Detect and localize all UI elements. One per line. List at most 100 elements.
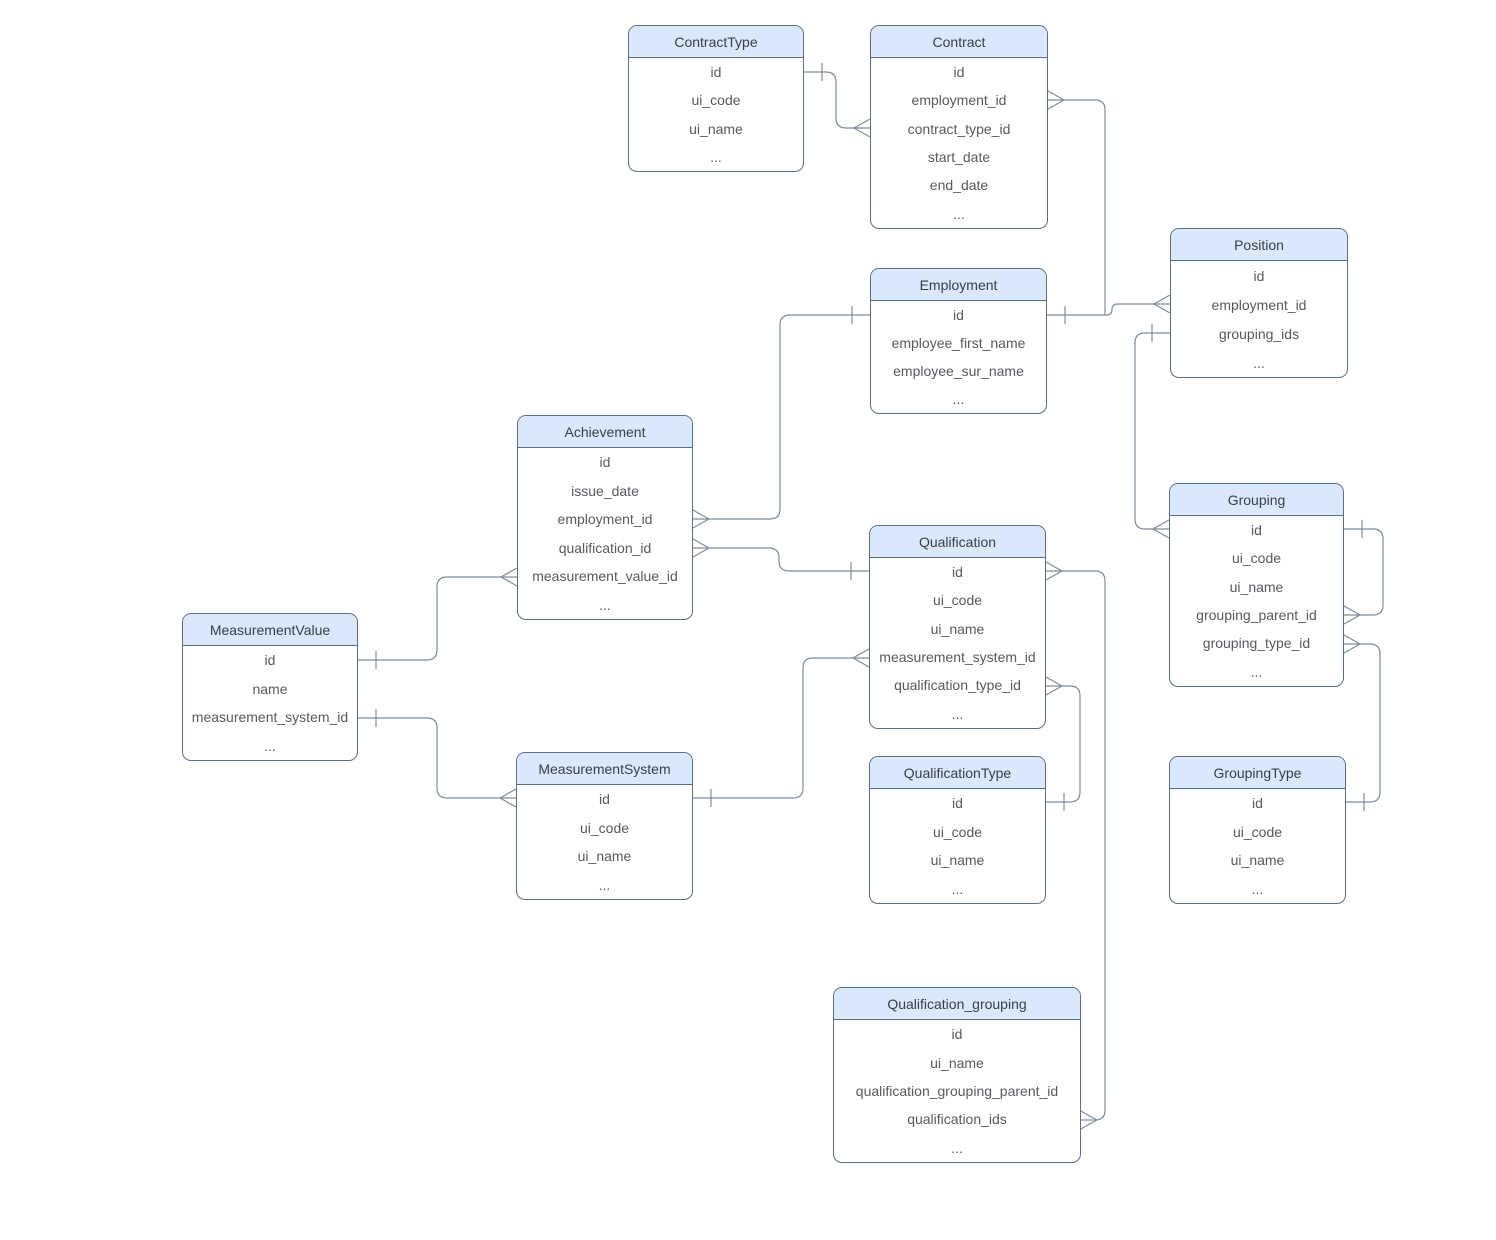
entity-title: Grouping (1170, 484, 1343, 516)
entity-field-ui_name: ui_name (1230, 852, 1285, 869)
connector-employment-position-crowfoot (1153, 294, 1171, 305)
entity-field-grouping_type_id: grouping_type_id (1202, 635, 1311, 652)
connector-position-grouping (1134, 332, 1170, 530)
entity-field-grouping_parent_id: grouping_parent_id (1196, 607, 1317, 624)
entity-field-id: id (1252, 795, 1263, 812)
connector-position-grouping-crowfoot (1152, 528, 1170, 539)
connector-qualification-qualificationgrouping-crowfoot (1080, 1110, 1098, 1121)
entity-field-ellipsis: ... (264, 737, 276, 754)
connector-contracttype-contract (804, 71, 870, 129)
connector-grouping-self-crowfoot (1343, 605, 1361, 616)
entity-title: Qualification (870, 526, 1045, 558)
entity-field-ui_code: ui_code (932, 823, 983, 840)
entity-field-employment_id: employment_id (1211, 296, 1307, 313)
entity-title: ContractType (629, 26, 803, 58)
connector-measurementsystem-qualification-crowfoot (852, 657, 870, 668)
entity-field-id: id (599, 791, 610, 808)
connector-qualification-qualificationgrouping-crowfoot (1045, 561, 1063, 572)
connector-achievement-qualification (693, 547, 869, 572)
entity-field-employee_first_name: employee_first_name (891, 335, 1026, 351)
entity-title: MeasurementValue (183, 614, 357, 646)
connector-contract-employment-branch-crowfoot (1047, 90, 1065, 101)
entity-field-measurement_system_id: measurement_system_id (191, 709, 349, 726)
entity-field-start_date: start_date (927, 149, 991, 166)
entity-field-ellipsis: ... (599, 596, 611, 613)
entity-field-id: id (1253, 267, 1265, 284)
connector-achievement-employment-crowfoot (692, 509, 710, 520)
entity-field-ui_code: ui_code (932, 592, 983, 609)
entity-title: Contract (871, 26, 1047, 58)
connector-achievement-employment (693, 314, 870, 520)
entity-field-ellipsis: ... (598, 876, 611, 893)
connector-grouping-groupingtype-crowfoot (1343, 643, 1361, 654)
entity-field-id: id (951, 1026, 963, 1043)
entity-contract_type[interactable]: ContractType id ui_code ui_name... (628, 25, 804, 172)
entity-title: MeasurementSystem (517, 753, 692, 785)
connector-measurementvalue-achievement-crowfoot (500, 567, 518, 578)
connector-position-grouping-crowfoot (1152, 519, 1170, 530)
entity-field-employment_id: employment_id (911, 92, 1007, 109)
entity-field-ellipsis: ... (1250, 663, 1263, 680)
entity-field-id: id (264, 652, 276, 669)
connector-qualification-qualificationgrouping (1046, 570, 1106, 1121)
entity-field-id: id (952, 564, 963, 581)
entity-title: Qualification_grouping (834, 988, 1080, 1020)
entity-title: QualificationType (870, 757, 1045, 789)
entity-field-employment_id: employment_id (557, 511, 653, 528)
entity-field-name: name (252, 680, 288, 697)
connector-measurementsystem-qualification-crowfoot (852, 648, 870, 659)
connector-measurementsystem-qualification (693, 657, 869, 799)
entity-field-ui_name: ui_name (930, 620, 985, 637)
entity-field-grouping_ids: grouping_ids (1218, 325, 1300, 342)
entity-field-id: id (599, 454, 611, 471)
entity-field-ellipsis: ... (710, 148, 722, 165)
connector-measurementvalue-achievement-crowfoot (500, 576, 518, 587)
entity-field-id: id (952, 795, 963, 812)
entity-field-ellipsis: ... (951, 880, 964, 897)
connector-achievement-qualification-crowfoot (692, 538, 710, 549)
entity-field-ui_code: ui_code (691, 92, 741, 109)
entity-field-ui_name: ui_name (1229, 578, 1284, 595)
connector-qualification-qualificationtype-crowfoot (1045, 676, 1063, 687)
connector-employment-position (1047, 303, 1170, 316)
connector-grouping-self-crowfoot (1343, 614, 1361, 625)
connector-achievement-employment-crowfoot (692, 518, 710, 529)
connector-contracttype-contract-crowfoot (853, 118, 871, 129)
connector-qualification-qualificationtype (1046, 685, 1081, 803)
entity-field-id: id (1251, 522, 1262, 539)
entity-field-qualification_type_id: qualification_type_id (894, 677, 1021, 694)
connector-grouping-groupingtype (1344, 643, 1381, 803)
entity-measurement_value[interactable]: MeasurementValue id name measurement_system… (182, 613, 358, 761)
entity-position[interactable]: Position id employment_id grouping_ids... (1170, 228, 1348, 378)
entity-field-ui_name: ui_name (689, 120, 743, 137)
connector-measurementvalue-measurementsystem (358, 717, 516, 799)
entity-title: Position (1171, 229, 1347, 261)
entity-field-measurement_value_id: measurement_value_id (532, 568, 678, 585)
connector-employment-position-crowfoot (1153, 303, 1171, 314)
entity-field-ui_name: ui_name (930, 1054, 984, 1071)
entity-qualification[interactable]: Qualification id ui_code ui_name measurement… (869, 525, 1046, 729)
connector-qualification-qualificationgrouping-crowfoot (1045, 570, 1063, 581)
connector-qualification-qualificationgrouping-crowfoot (1080, 1119, 1098, 1130)
entity-field-id: id (710, 64, 722, 81)
entity-field-ellipsis: ... (952, 391, 965, 407)
entity-title: GroupingType (1170, 757, 1345, 789)
entity-field-ellipsis: ... (951, 705, 964, 722)
entity-field-qualification_ids: qualification_ids (907, 1111, 1007, 1128)
entity-field-measurement_system_id: measurement_system_id (879, 649, 1036, 666)
connector-grouping-groupingtype-crowfoot (1343, 634, 1361, 645)
entity-field-ellipsis: ... (953, 205, 965, 222)
entity-field-id: id (953, 64, 965, 81)
entity-field-ellipsis: ... (1253, 354, 1265, 371)
entity-field-ui_name: ui_name (577, 848, 632, 865)
